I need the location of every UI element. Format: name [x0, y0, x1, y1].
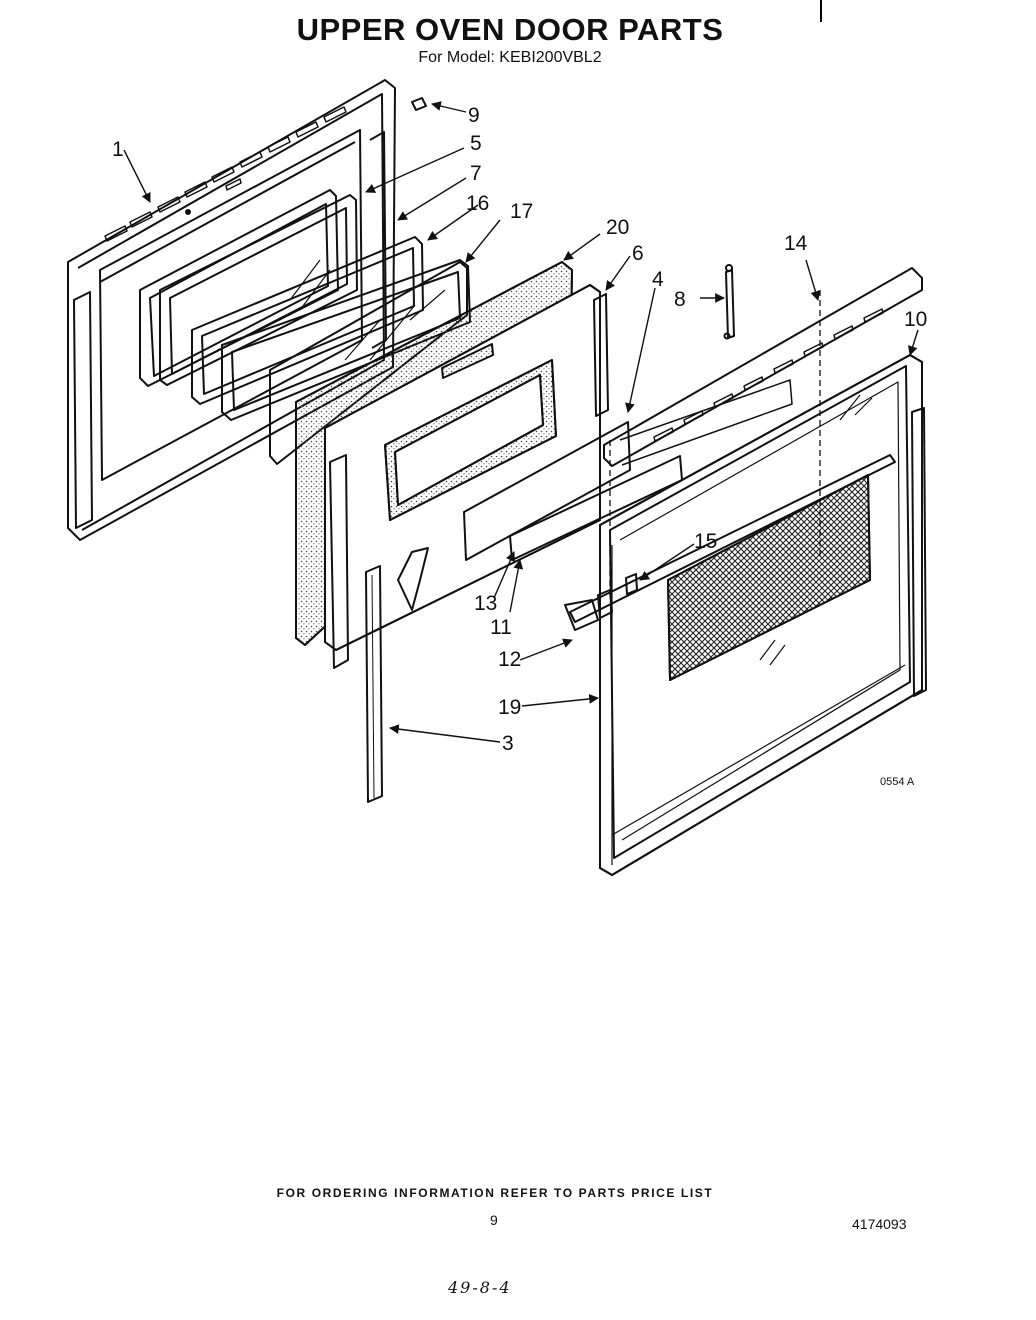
bracket-8 — [723, 264, 735, 340]
callout-15: 15 — [694, 530, 717, 553]
outer-door-panel — [599, 354, 927, 876]
callout-13: 13 — [474, 592, 497, 615]
callout-6: 6 — [632, 242, 644, 265]
callout-11: 11 — [490, 616, 512, 639]
leader-lines — [123, 101, 919, 743]
callout-labels: 1 5 7 16 17 20 6 4 9 8 14 10 15 13 11 12… — [112, 104, 927, 755]
inner-glass-panel — [159, 194, 358, 386]
callout-10: 10 — [904, 308, 927, 331]
model-subtitle: For Model: KEBI200VBL2 — [418, 49, 602, 66]
callout-5: 5 — [470, 132, 482, 155]
callout-4: 4 — [652, 268, 664, 291]
screw-9 — [411, 97, 427, 111]
callout-3: 3 — [502, 732, 514, 755]
callout-1: 1 — [112, 138, 124, 161]
callout-16: 16 — [466, 192, 489, 215]
page-number: 9 — [490, 1212, 498, 1228]
callout-17: 17 — [510, 200, 533, 223]
callout-8: 8 — [674, 288, 686, 311]
glass-gasket-frame — [139, 189, 339, 387]
callout-19: 19 — [498, 696, 521, 719]
handwritten-note: 49-8-4 — [448, 1278, 512, 1297]
page-title: UPPER OVEN DOOR PARTS — [296, 12, 724, 47]
ordering-note: FOR ORDERING INFORMATION REFER TO PARTS … — [276, 1186, 714, 1200]
corner-mark — [820, 0, 822, 22]
side-trim-strip — [365, 565, 383, 803]
nameplate-13 — [463, 421, 631, 561]
door-inner-panel — [324, 284, 601, 669]
vent-trim — [603, 267, 923, 467]
door-handle — [564, 454, 896, 631]
clip-15 — [625, 573, 638, 595]
figure-code: 0554 A — [880, 776, 915, 788]
callout-20: 20 — [606, 216, 629, 239]
callout-14: 14 — [784, 232, 808, 255]
alignment-lines — [609, 290, 821, 600]
callout-9: 9 — [468, 104, 480, 127]
callout-7: 7 — [470, 162, 482, 185]
callout-12: 12 — [498, 648, 521, 671]
document-number: 4174093 — [852, 1216, 907, 1232]
side-trim-6 — [593, 293, 609, 417]
